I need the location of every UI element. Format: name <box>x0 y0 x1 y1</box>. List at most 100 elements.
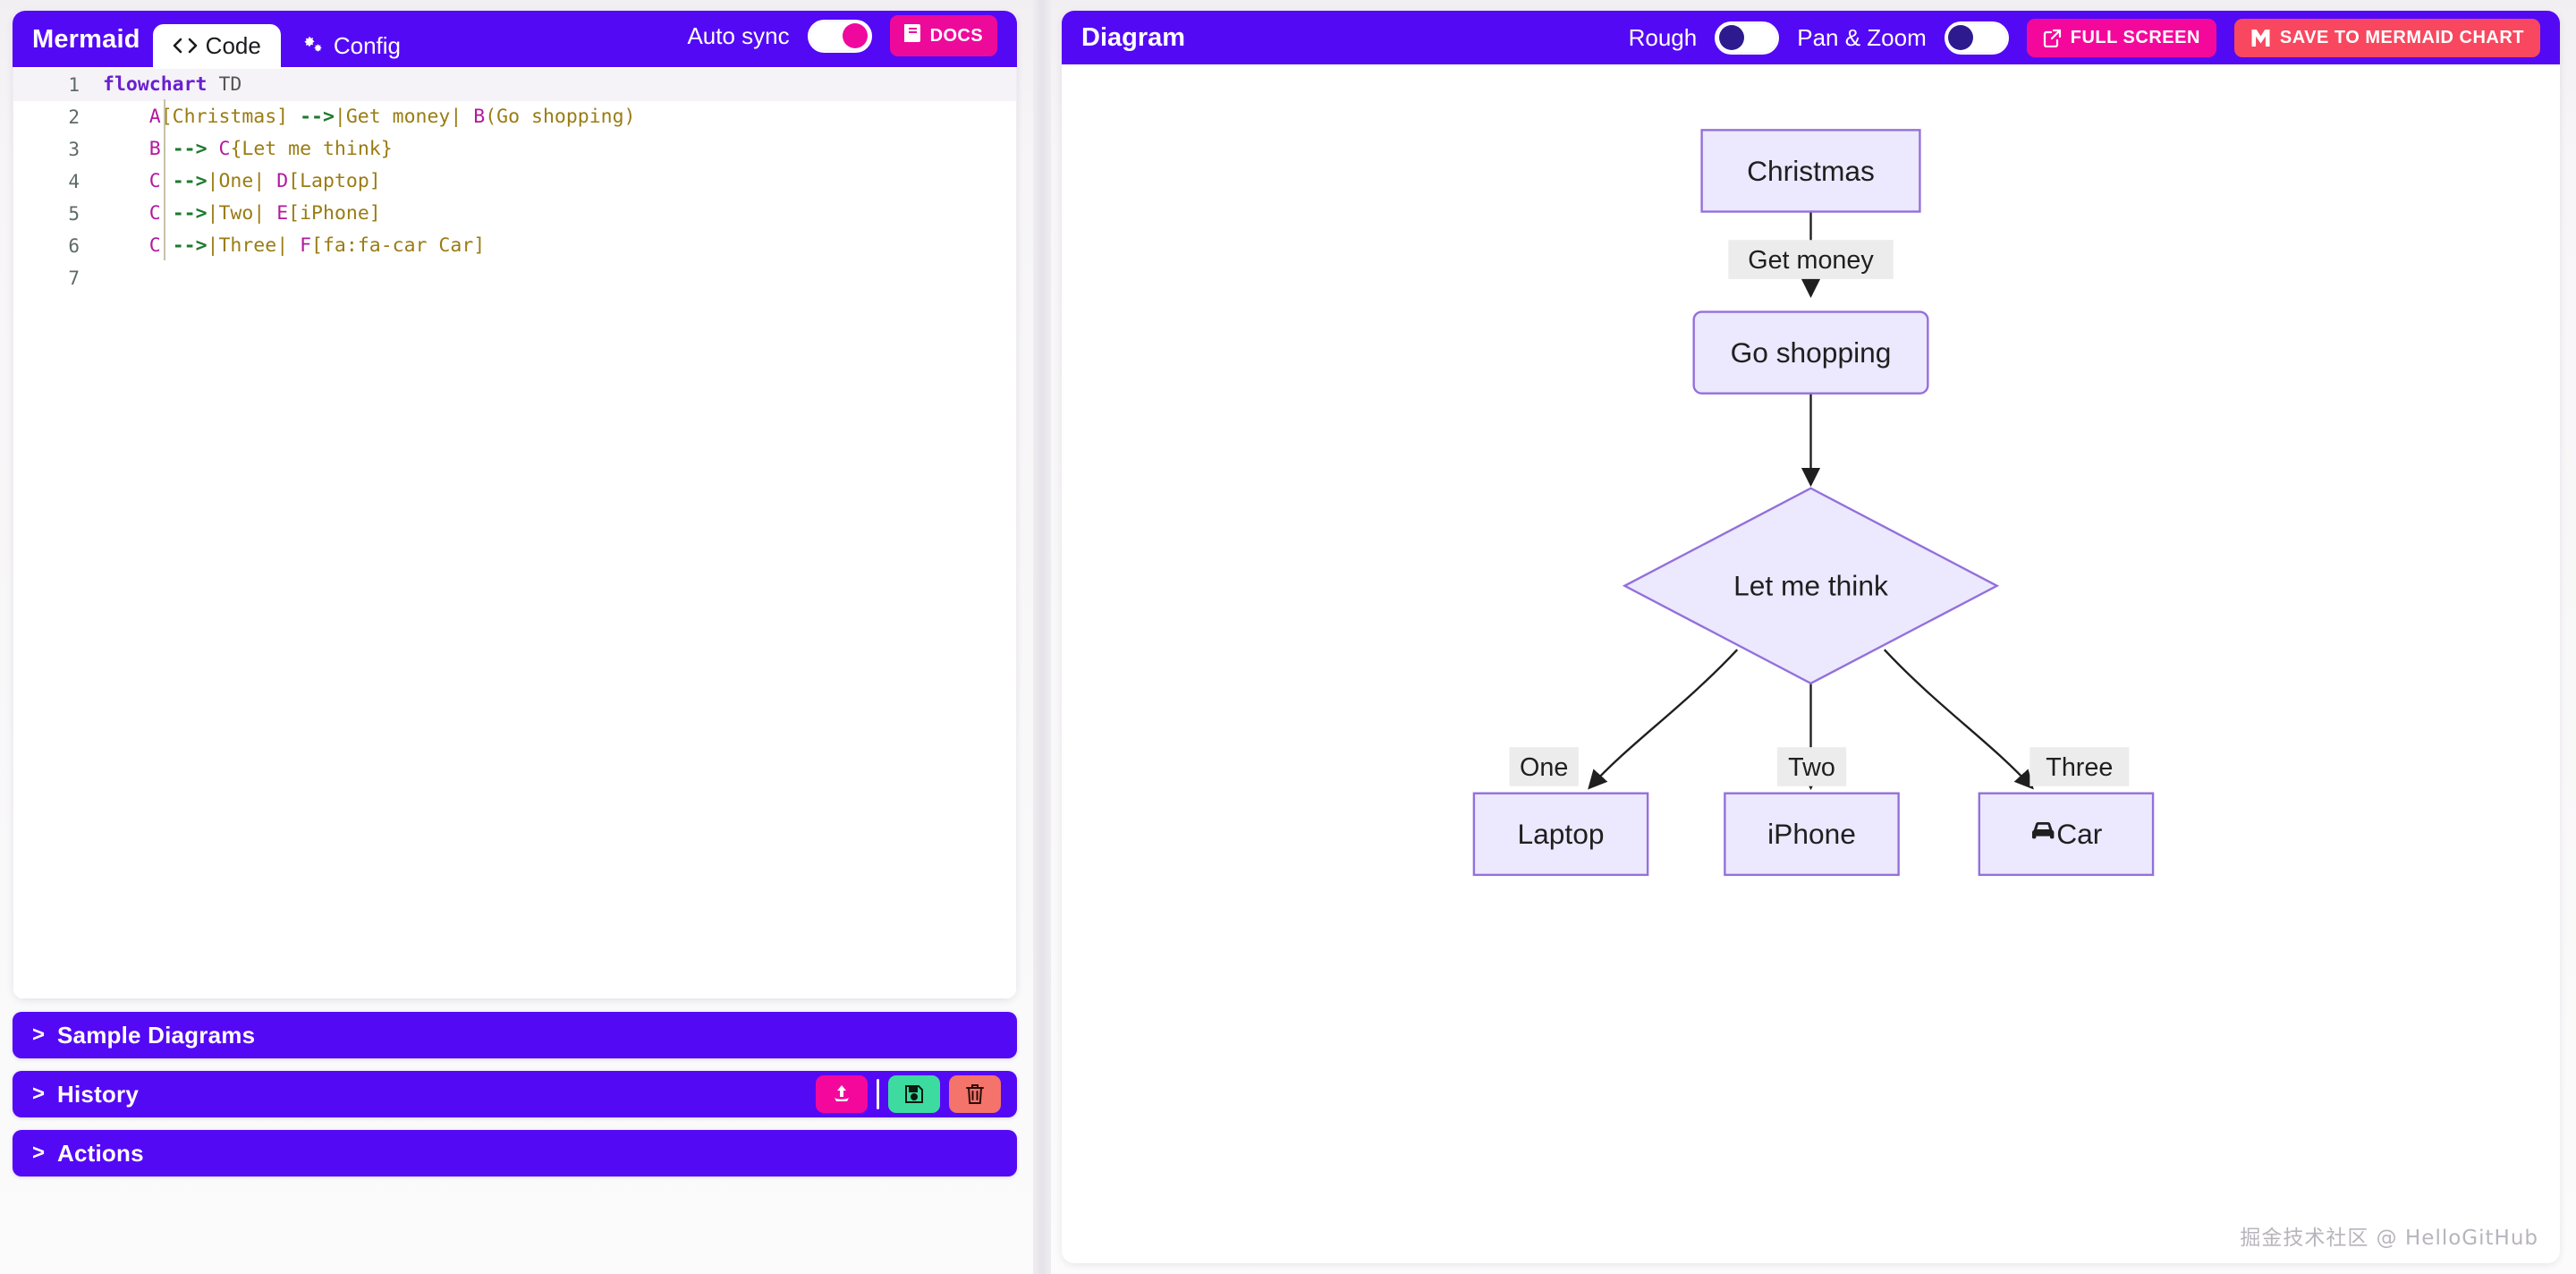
code-token <box>103 138 149 160</box>
chevron-right-icon: > <box>32 1082 46 1106</box>
history-actions <box>816 1075 1001 1113</box>
docs-button-label: DOCS <box>929 25 983 46</box>
sidebar-item-actions[interactable]: > Actions <box>13 1130 1017 1176</box>
code-token: --> <box>172 202 208 225</box>
code-token: D <box>276 170 289 192</box>
external-link-icon <box>2043 29 2062 47</box>
auto-sync-label: Auto sync <box>687 22 790 49</box>
code-token: |Three| <box>207 234 289 257</box>
diagram-card: Diagram Rough Pan & Zoom <box>1062 11 2560 1263</box>
code-token: |Two| <box>207 202 266 225</box>
node-car[interactable]: Car <box>1978 792 2155 877</box>
rough-toggle[interactable] <box>1715 21 1780 55</box>
code-line[interactable]: 3 B --> C{Let me think} <box>13 133 1016 166</box>
code-token: B <box>473 106 486 128</box>
node-label-iphone: iPhone <box>1767 818 1856 850</box>
code-text: C -->|Three| F[fa:fa-car Car] <box>103 230 1016 262</box>
edge-label-bg <box>2029 747 2130 786</box>
code-text: B --> C{Let me think} <box>103 133 1016 166</box>
line-number: 4 <box>68 171 80 192</box>
editor-pane: Mermaid Code <box>0 0 1033 1274</box>
pane-splitter[interactable] <box>1033 0 1051 1274</box>
code-icon <box>173 36 198 55</box>
node-label-laptop: Laptop <box>1518 818 1605 850</box>
code-token: --> <box>172 170 208 192</box>
code-token: [fa:fa-car Car] <box>311 234 486 257</box>
upload-history-button[interactable] <box>816 1075 868 1113</box>
editor-header-actions: Auto sync DOCS <box>687 15 1017 67</box>
edge-label-bg <box>1728 240 1894 279</box>
code-token: |One| <box>207 170 266 192</box>
editor-tabbar: Mermaid Code <box>13 11 1017 67</box>
code-token <box>161 202 173 225</box>
node-let-me-think[interactable]: Let me think <box>1622 487 2000 685</box>
code-token <box>161 138 173 160</box>
rough-knob <box>1718 25 1744 50</box>
chevron-right-icon: > <box>32 1141 46 1165</box>
code-line[interactable]: 2 A[Christmas] -->|Get money| B(Go shopp… <box>13 101 1016 133</box>
left-accordion: > Sample Diagrams > History <box>13 1012 1017 1176</box>
code-token: [iPhone] <box>288 202 381 225</box>
editor-card: Mermaid Code <box>13 11 1017 999</box>
car-icon <box>2031 822 2055 839</box>
code-token <box>103 106 149 128</box>
node-shape-rounded <box>1692 310 1929 395</box>
floppy-disk-icon <box>904 1084 924 1104</box>
node-shape-rect <box>1724 792 1900 877</box>
node-iphone[interactable]: iPhone <box>1724 792 1900 877</box>
code-line[interactable]: 6 C -->|Three| F[fa:fa-car Car] <box>13 230 1016 262</box>
code-line[interactable]: 4 C -->|One| D[Laptop] <box>13 166 1016 198</box>
tab-code-label: Code <box>205 31 261 59</box>
actions-label: Actions <box>57 1139 144 1167</box>
full-screen-label: FULL SCREEN <box>2070 27 2200 47</box>
rough-label: Rough <box>1628 24 1698 51</box>
tab-config[interactable]: Config <box>281 24 420 67</box>
diagram-pane: Diagram Rough Pan & Zoom <box>1051 0 2576 1274</box>
trash-icon <box>965 1083 985 1105</box>
node-label-go-shopping: Go shopping <box>1731 336 1892 369</box>
node-label-let-me-think: Let me think <box>1733 570 1888 602</box>
tab-code[interactable]: Code <box>152 24 281 67</box>
code-line[interactable]: 7 <box>13 262 1016 294</box>
full-screen-button[interactable]: FULL SCREEN <box>2026 18 2216 57</box>
line-number: 7 <box>68 268 80 289</box>
code-token: |Get money| <box>334 106 462 128</box>
code-token: F <box>300 234 312 257</box>
node-christmas[interactable]: Christmas <box>1700 129 1921 213</box>
node-label-christmas: Christmas <box>1747 155 1875 187</box>
pan-zoom-label: Pan & Zoom <box>1797 24 1927 51</box>
mermaid-chart-icon <box>2250 29 2271 47</box>
save-history-button[interactable] <box>888 1075 940 1113</box>
edge-label-two: Two <box>1788 753 1835 782</box>
code-token: A <box>148 106 161 128</box>
node-shape-rect <box>1700 129 1921 213</box>
code-token: {Let me think} <box>230 138 393 160</box>
diagram-canvas[interactable]: Get money One Two Three Christmas <box>1062 64 2560 1263</box>
line-number: 6 <box>68 235 80 257</box>
sidebar-item-history[interactable]: > History <box>13 1071 1017 1117</box>
code-line[interactable]: 5 C -->|Two| E[iPhone] <box>13 198 1016 230</box>
code-token: --> <box>172 138 208 160</box>
code-token: E <box>276 202 289 225</box>
delete-history-button[interactable] <box>949 1075 1001 1113</box>
node-go-shopping[interactable]: Go shopping <box>1692 310 1929 395</box>
node-laptop[interactable]: Laptop <box>1472 792 1649 877</box>
tab-config-label: Config <box>333 31 401 59</box>
edge-C-D <box>1588 649 1739 790</box>
flowchart-svg: Get money One Two Three Christmas <box>1472 129 2155 877</box>
diagram-header: Diagram Rough Pan & Zoom <box>1062 11 2560 64</box>
pan-zoom-toggle[interactable] <box>1944 21 2009 55</box>
indent-guide <box>164 99 165 260</box>
docs-button[interactable]: DOCS <box>889 15 997 56</box>
code-token <box>161 170 173 192</box>
divider <box>877 1079 879 1109</box>
sidebar-item-sample-diagrams[interactable]: > Sample Diagrams <box>13 1012 1017 1058</box>
code-token <box>265 170 276 192</box>
auto-sync-toggle[interactable] <box>807 19 872 53</box>
code-text: flowchart TD <box>103 69 1016 101</box>
history-label: History <box>57 1080 139 1108</box>
save-to-mermaid-chart-button[interactable]: SAVE TO MERMAID CHART <box>2233 18 2540 57</box>
